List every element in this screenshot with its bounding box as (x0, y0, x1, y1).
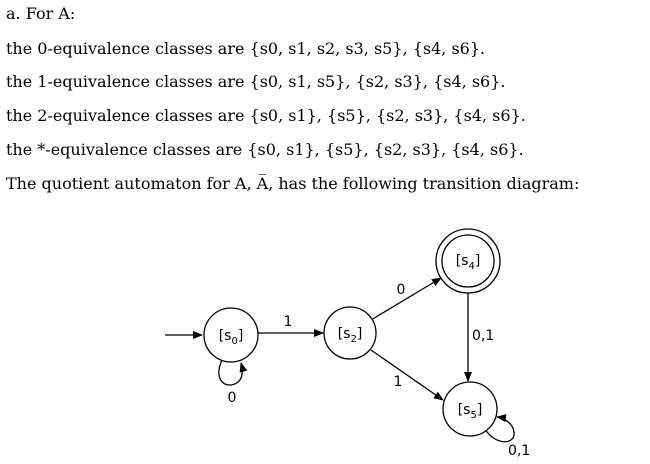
text-line-6: The quotient automaton for A, A̅, has th… (6, 174, 580, 193)
edge-label-s4-s5: 0,1 (472, 328, 494, 344)
edge-s5-s5 (482, 414, 515, 443)
edge-s2-s4 (370, 277, 442, 321)
state-s2: [s2] (323, 306, 377, 360)
edge-label-s2-s4: 0 (397, 282, 406, 298)
edge-label-s2-s5: 1 (394, 374, 403, 390)
svg-text:[s5]: [s5] (458, 402, 483, 421)
text-line-1: a. For A: (6, 4, 76, 23)
svg-text:[s0]: [s0] (219, 328, 244, 347)
text-line-3: the 1-equivalence classes are {s0, s1, s… (6, 72, 506, 91)
edge-label-s5-s5: 0,1 (508, 443, 530, 459)
edge-s0-s0 (218, 359, 248, 386)
svg-text:[s2]: [s2] (338, 326, 363, 345)
edge-label-s0-s0: 0 (228, 390, 237, 406)
state-s4: [s4] (435, 228, 501, 294)
text-line-4: the 2-equivalence classes are {s0, s1}, … (6, 106, 526, 125)
edge-label-s0-s2: 1 (284, 314, 293, 330)
text-line-2: the 0-equivalence classes are {s0, s1, s… (6, 39, 486, 58)
state-s0: [s0] (203, 307, 259, 363)
text-line-5: the *-equivalence classes are {s0, s1}, … (6, 140, 524, 159)
state-s5: [s5] (442, 381, 498, 437)
edge-s2-s5 (370, 349, 444, 401)
svg-text:[s4]: [s4] (456, 253, 481, 272)
